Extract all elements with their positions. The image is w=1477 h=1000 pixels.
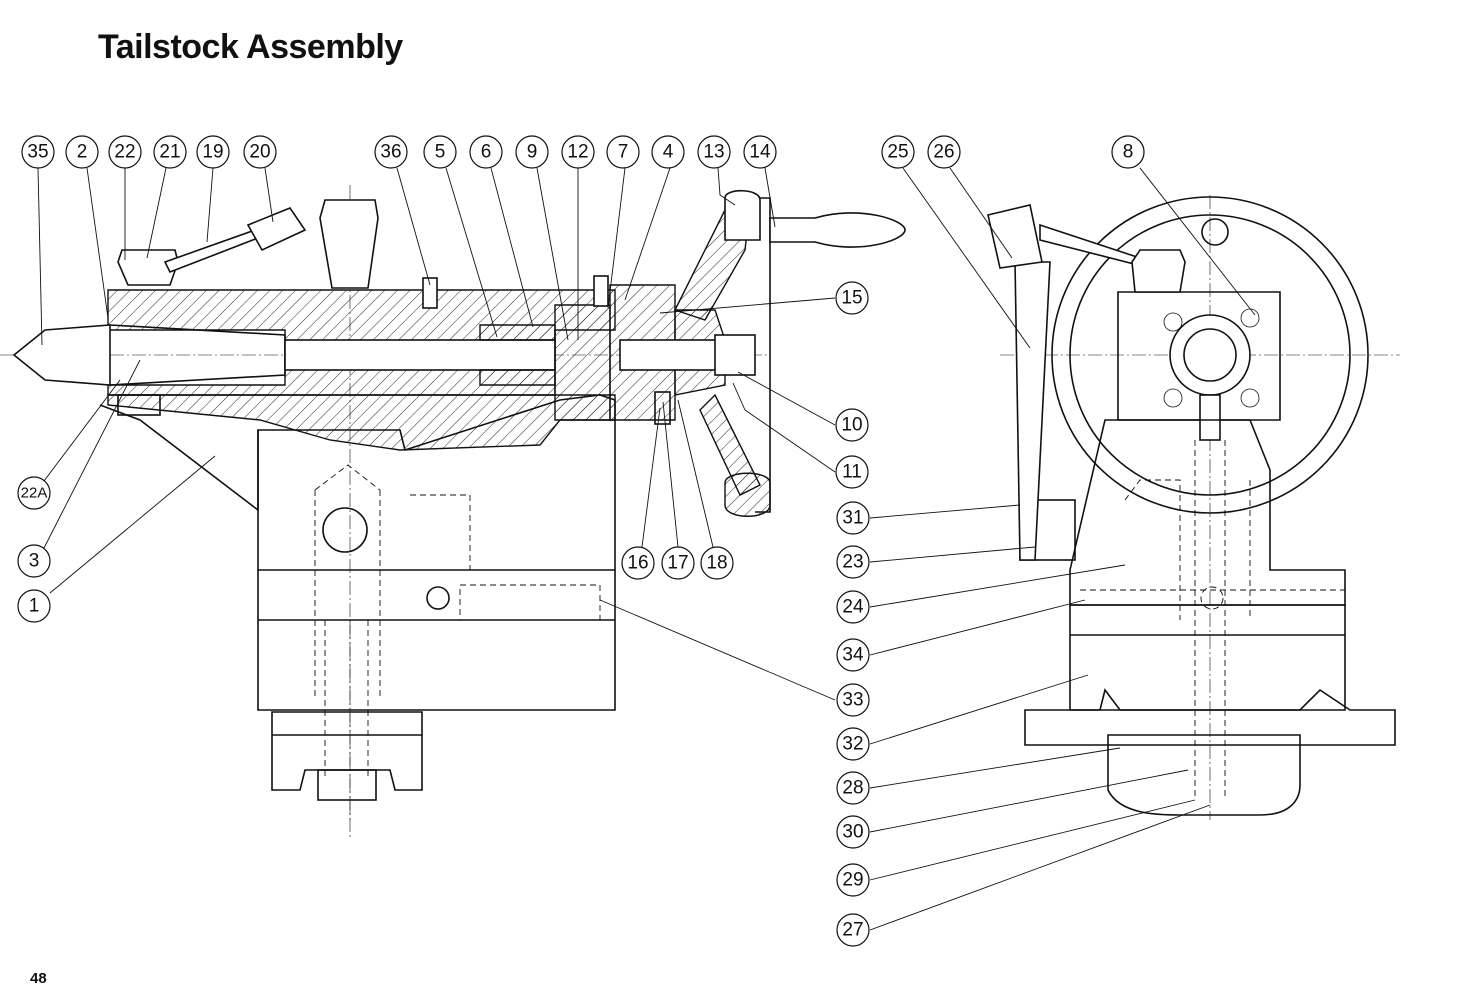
svg-text:3: 3 <box>29 551 40 572</box>
svg-text:30: 30 <box>842 822 863 843</box>
page-number: 48 <box>30 970 47 987</box>
svg-text:6: 6 <box>481 142 492 163</box>
callout-group-top-left: 35 2 22 21 19 20 <box>21 135 277 169</box>
svg-text:29: 29 <box>842 870 863 891</box>
svg-text:2: 2 <box>77 142 88 163</box>
svg-text:23: 23 <box>842 552 863 573</box>
callout-16: 16 <box>621 546 655 580</box>
svg-text:36: 36 <box>380 142 401 163</box>
callout-32: 32 <box>836 727 870 761</box>
callout-11: 11 <box>835 455 869 489</box>
svg-text:14: 14 <box>749 142 771 163</box>
svg-text:12: 12 <box>567 142 588 163</box>
svg-text:28: 28 <box>842 778 863 799</box>
callout-22A: 22A <box>17 476 51 510</box>
svg-text:27: 27 <box>842 920 863 941</box>
callout-27: 27 <box>836 913 870 947</box>
svg-text:20: 20 <box>249 142 270 163</box>
callout-group-middle-right: 15 10 11 <box>835 281 869 489</box>
callout-1: 1 <box>17 589 51 623</box>
callout-12: 12 <box>561 135 595 169</box>
callout-20: 20 <box>243 135 277 169</box>
side-section-view <box>0 185 906 840</box>
svg-text:8: 8 <box>1123 142 1134 163</box>
leader-lines <box>37 167 1256 931</box>
callout-26: 26 <box>927 135 961 169</box>
callout-5: 5 <box>423 135 457 169</box>
callout-group-top-right: 25 26 8 <box>881 135 1145 169</box>
svg-text:16: 16 <box>627 553 648 574</box>
callout-18: 18 <box>700 546 734 580</box>
end-elevation-view <box>987 195 1400 820</box>
svg-text:26: 26 <box>933 142 954 163</box>
svg-text:7: 7 <box>618 142 629 163</box>
svg-text:15: 15 <box>841 288 862 309</box>
callout-group-bottom-middle: 16 17 18 <box>621 546 734 580</box>
svg-text:1: 1 <box>29 596 40 617</box>
callout-36: 36 <box>374 135 408 169</box>
svg-text:21: 21 <box>159 142 180 163</box>
callout-33: 33 <box>836 683 870 717</box>
callout-21: 21 <box>153 135 187 169</box>
svg-text:24: 24 <box>842 597 864 618</box>
svg-text:4: 4 <box>663 142 674 163</box>
page-title: Tailstock Assembly <box>98 28 403 66</box>
svg-text:35: 35 <box>27 142 48 163</box>
callout-24: 24 <box>836 590 870 624</box>
callout-17: 17 <box>661 546 695 580</box>
callout-23: 23 <box>836 545 870 579</box>
callout-35: 35 <box>21 135 55 169</box>
callout-13: 13 <box>697 135 731 169</box>
svg-text:25: 25 <box>887 142 908 163</box>
svg-text:19: 19 <box>202 142 223 163</box>
callout-22: 22 <box>108 135 142 169</box>
svg-text:9: 9 <box>527 142 538 163</box>
callout-4: 4 <box>651 135 685 169</box>
callout-34: 34 <box>836 638 870 672</box>
svg-text:33: 33 <box>842 690 863 711</box>
callout-9: 9 <box>515 135 549 169</box>
svg-text:32: 32 <box>842 734 863 755</box>
callout-group-top-middle: 36 5 6 9 12 7 4 13 14 <box>374 135 777 169</box>
callout-28: 28 <box>836 771 870 805</box>
callout-15: 15 <box>835 281 869 315</box>
callout-30: 30 <box>836 815 870 849</box>
svg-text:13: 13 <box>703 142 724 163</box>
callout-25: 25 <box>881 135 915 169</box>
callout-3: 3 <box>17 544 51 578</box>
callout-group-left-column: 22A 3 1 <box>17 476 51 623</box>
svg-text:34: 34 <box>842 645 864 666</box>
callout-group-right-column: 31 23 24 34 33 32 28 30 29 27 <box>836 501 870 947</box>
callout-14: 14 <box>743 135 777 169</box>
callout-19: 19 <box>196 135 230 169</box>
callout-31: 31 <box>836 501 870 535</box>
svg-text:22: 22 <box>114 142 135 163</box>
callout-10: 10 <box>835 408 869 442</box>
svg-text:10: 10 <box>841 415 862 436</box>
callout-2: 2 <box>65 135 99 169</box>
svg-text:31: 31 <box>842 508 863 529</box>
callout-7: 7 <box>606 135 640 169</box>
svg-text:11: 11 <box>842 462 862 483</box>
callout-29: 29 <box>836 863 870 897</box>
svg-text:18: 18 <box>706 553 727 574</box>
svg-text:22A: 22A <box>21 485 48 502</box>
svg-text:5: 5 <box>435 142 446 163</box>
svg-text:17: 17 <box>667 553 688 574</box>
callout-8: 8 <box>1111 135 1145 169</box>
callout-6: 6 <box>469 135 503 169</box>
